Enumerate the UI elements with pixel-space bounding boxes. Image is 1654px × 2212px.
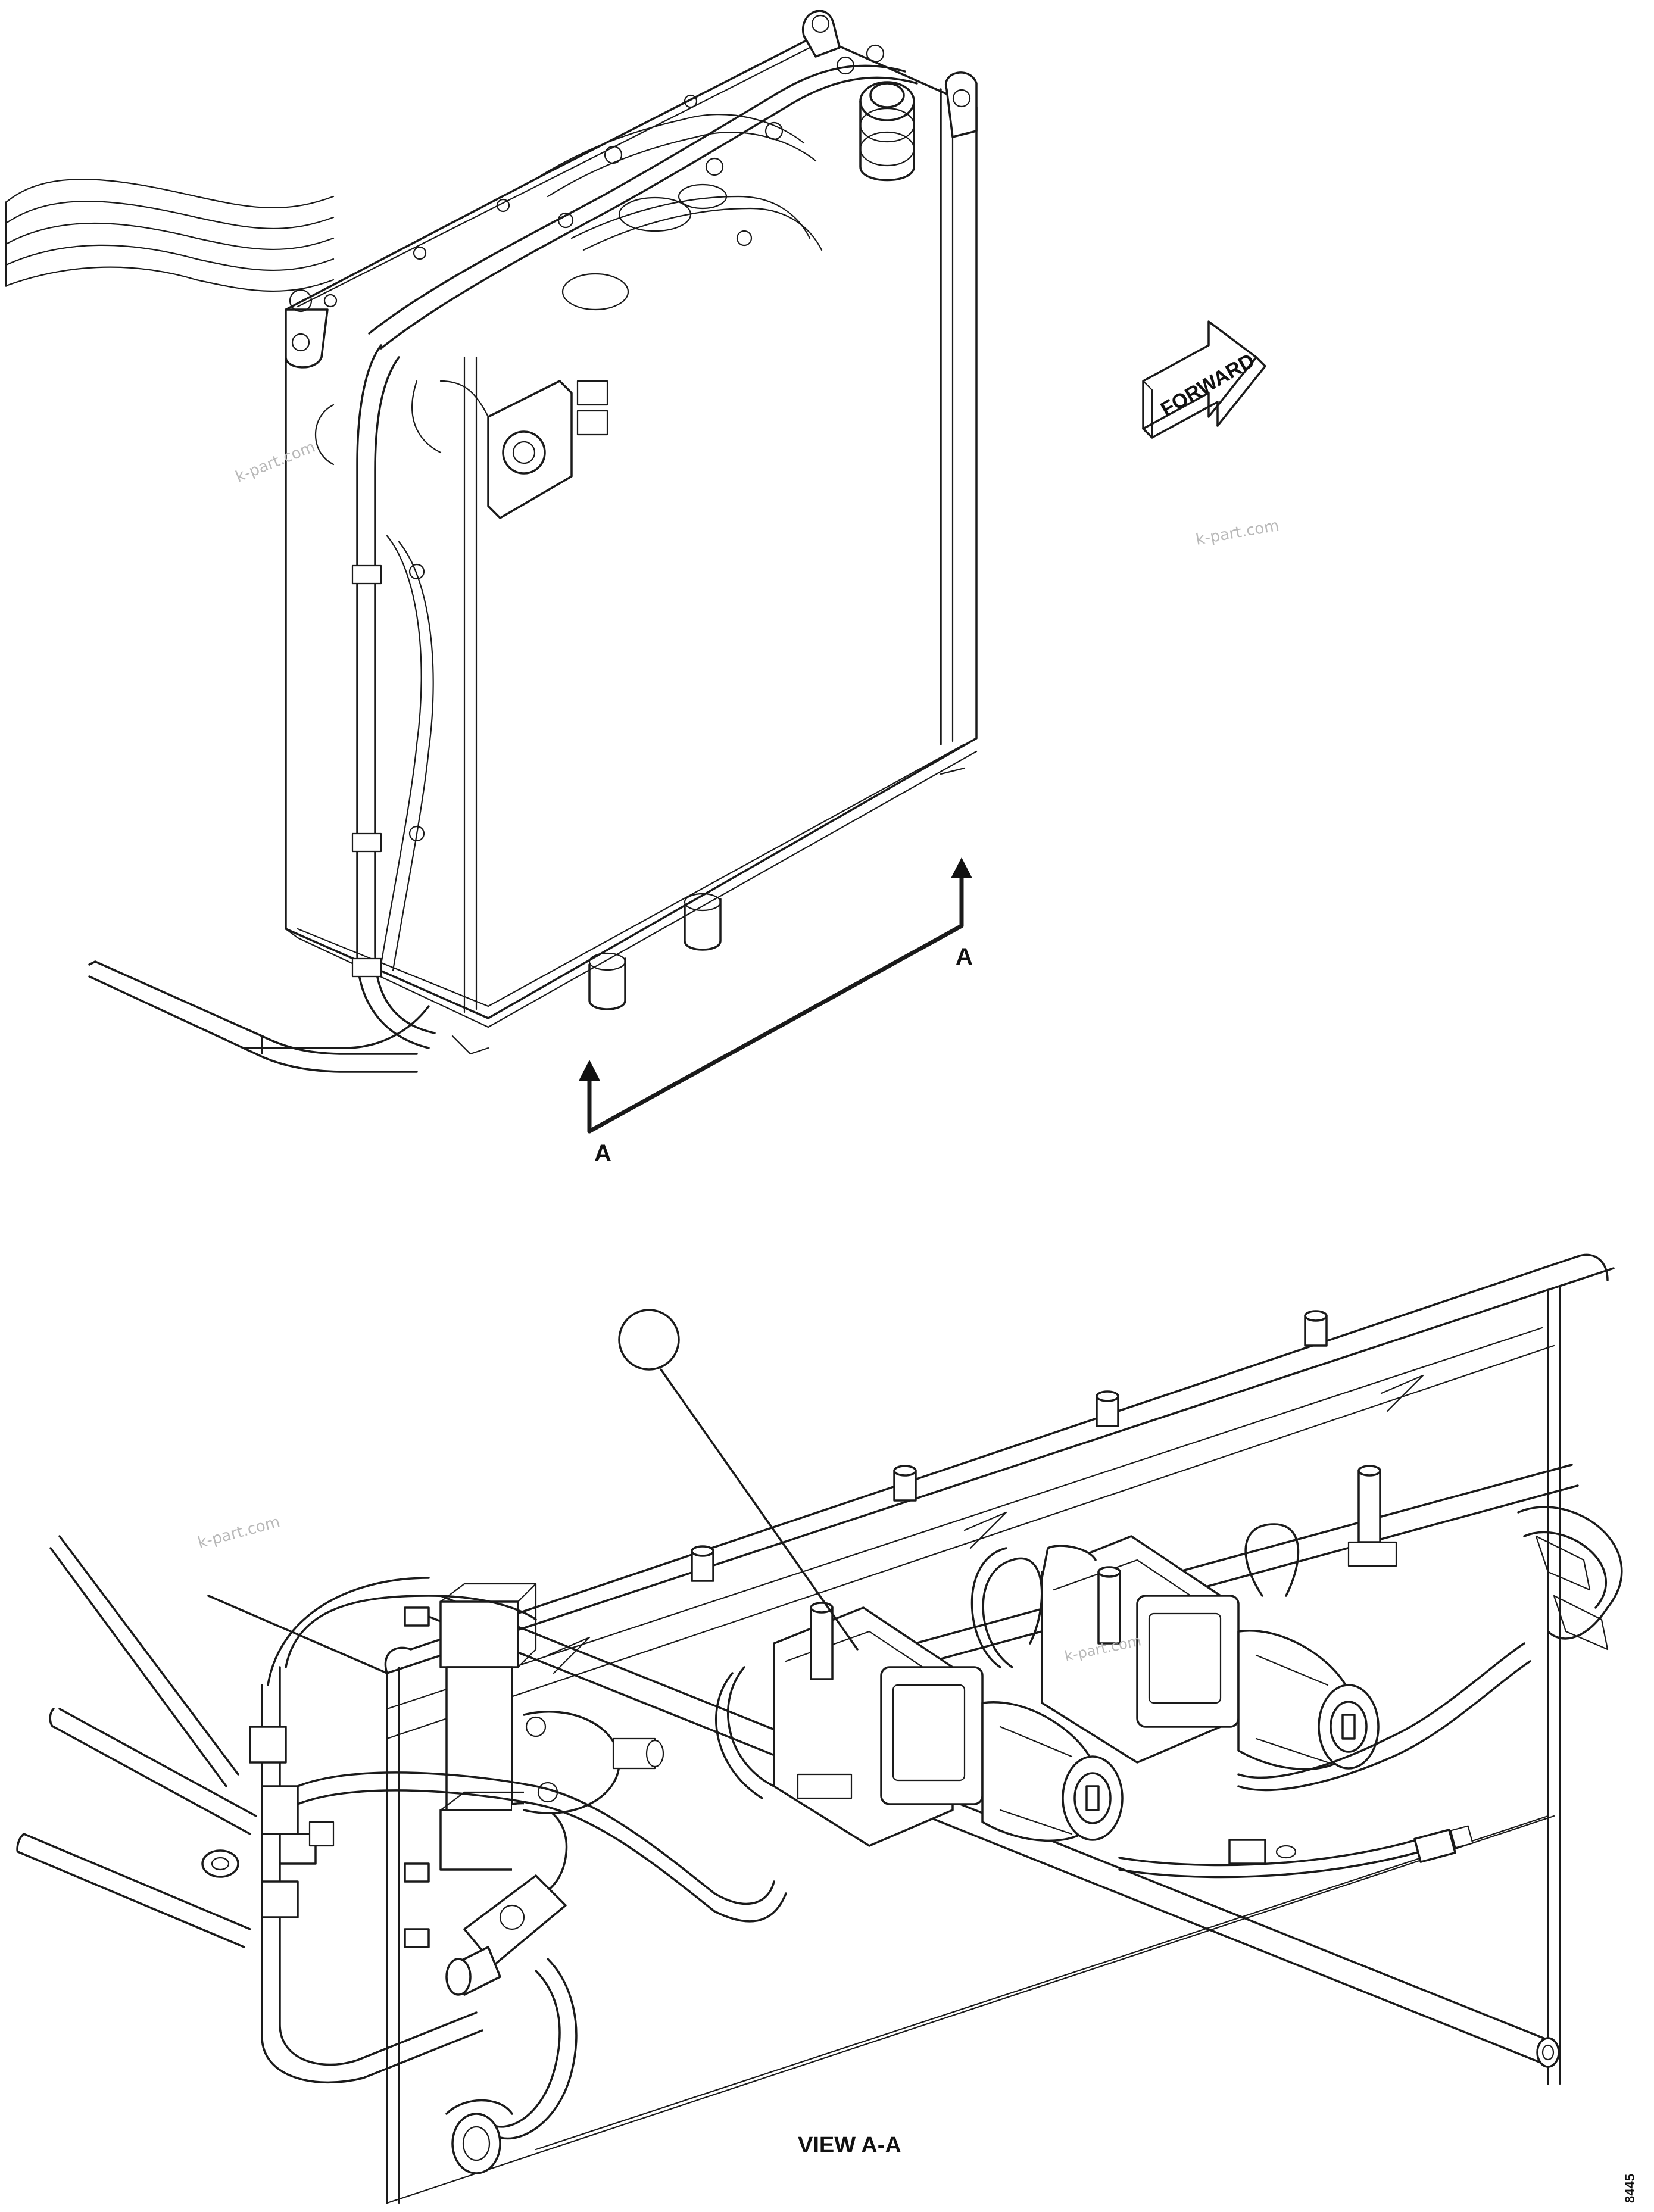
filler-cap [859,81,915,182]
pump-module-left [773,1602,1124,1847]
left-hose-loops [261,1577,787,2174]
section-line-a-a [579,857,972,1134]
bottom-fittings [451,767,966,1055]
callout-balloon [618,1309,859,1651]
side-hose-run [351,344,436,1049]
valve-assembly [404,1583,664,1996]
sheet-code: 8445 [1622,2174,1637,2203]
tank-assembly-isometric [5,10,1266,1134]
tank-body [285,35,978,1028]
control-panel [315,380,608,519]
watermark: k-part.com [233,438,317,486]
section-mark-left: A [594,1140,611,1166]
frame-rail [88,960,430,1073]
watermark: k-part.com [1194,517,1281,549]
tank-underside [207,1253,1615,2204]
top-hose-bundle [368,44,918,350]
left-clamps [201,1726,335,1918]
section-mark-right: A [956,944,973,970]
view-a-a-detail [16,1253,1623,2204]
pump-hoses [715,1506,1623,1799]
far-left-pipes [16,1535,257,1948]
long-tube [427,1595,1560,2068]
sensor-connector [1118,1825,1474,1879]
watermark: k-part.com [196,1513,282,1552]
view-caption: VIEW A-A [798,2133,901,2158]
pump-module-right [1041,1535,1380,1771]
inlet-hoses [5,179,335,292]
forward-arrow [1142,320,1266,439]
mounting-brackets [285,10,978,369]
